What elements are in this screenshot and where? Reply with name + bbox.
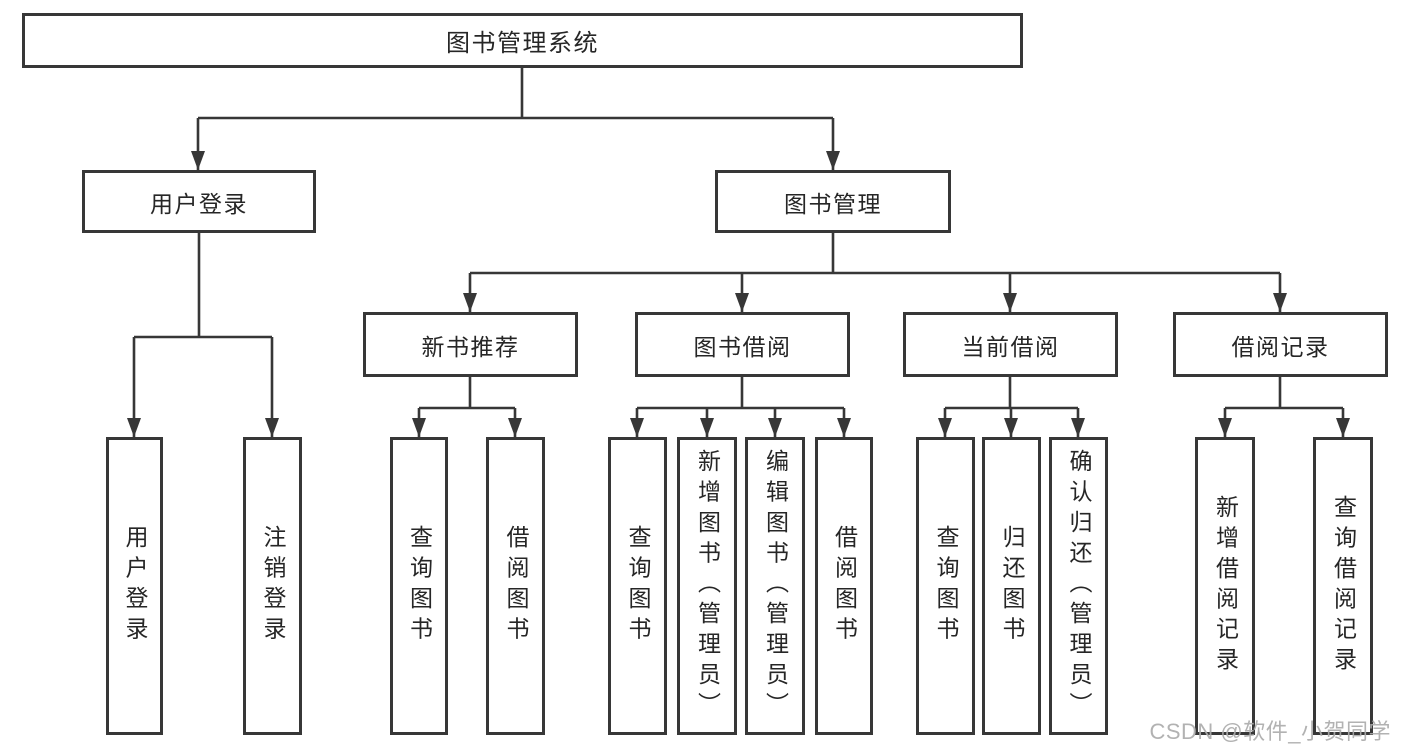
leaf-add-books-admin: 新增图书（管理员） <box>677 437 737 735</box>
leaf-borrow-books-borrowing: 借阅图书 <box>815 437 873 735</box>
leaf-logout: 注销登录 <box>243 437 302 735</box>
node-book-management: 图书管理 <box>715 170 951 233</box>
leaf-query-books-recommend: 查询图书 <box>390 437 448 735</box>
node-root-system: 图书管理系统 <box>22 13 1023 68</box>
leaf-query-books-current: 查询图书 <box>916 437 975 735</box>
csdn-watermark: CSDN @软件_小贺同学 <box>1149 719 1391 744</box>
leaf-query-borrow-record: 查询借阅记录 <box>1313 437 1373 735</box>
node-book-borrowing: 图书借阅 <box>635 312 850 377</box>
leaf-edit-books-admin: 编辑图书（管理员） <box>745 437 805 735</box>
node-user-login: 用户登录 <box>82 170 316 233</box>
leaf-query-books-borrowing: 查询图书 <box>608 437 667 735</box>
leaf-user-login: 用户登录 <box>106 437 163 735</box>
leaf-return-books: 归还图书 <box>982 437 1041 735</box>
node-current-borrowing: 当前借阅 <box>903 312 1118 377</box>
leaf-borrow-books-recommend: 借阅图书 <box>486 437 545 735</box>
arrowhead-icons <box>127 151 1350 437</box>
leaf-add-borrow-record: 新增借阅记录 <box>1195 437 1255 735</box>
node-new-book-recommend: 新书推荐 <box>363 312 578 377</box>
leaf-confirm-return-admin: 确认归还（管理员） <box>1049 437 1108 735</box>
node-borrowing-records: 借阅记录 <box>1173 312 1388 377</box>
